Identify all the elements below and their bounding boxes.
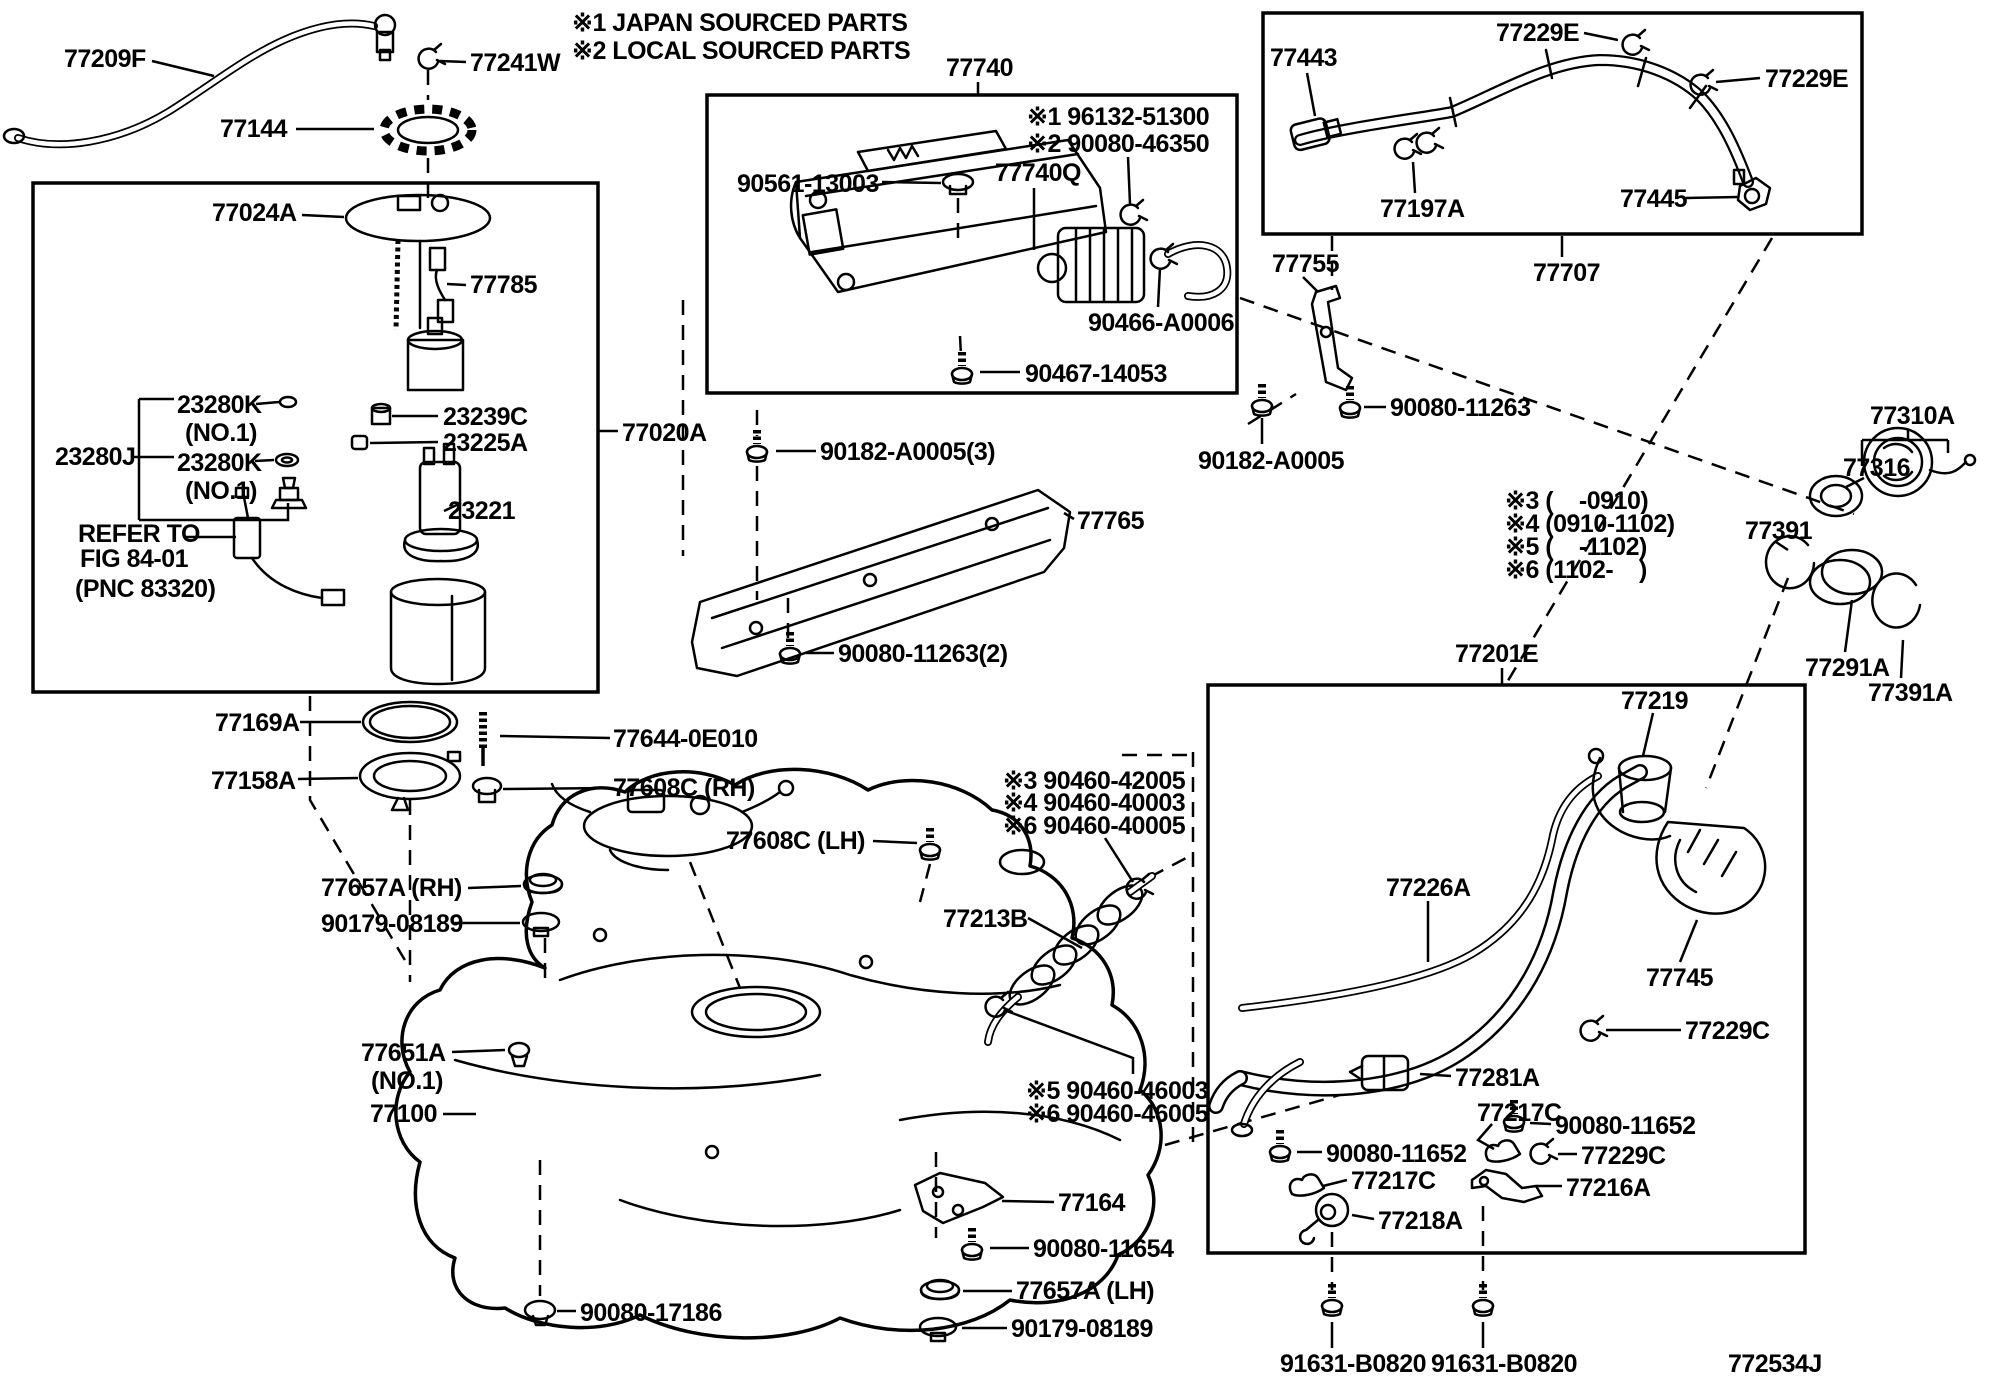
part-label-91631-B0820-b: 91631-B0820 [1431,1350,1578,1378]
part-label-23280J: 23280J [55,443,136,471]
part-label-90182-A0005-3: 90182-A0005(3) [820,438,996,466]
part-label-77740: 77740 [946,54,1014,82]
part-label-90182-A0005: 90182-A0005 [1198,447,1345,475]
variant-note-3: ※3 ( -0910) [1505,487,1649,515]
part-label-77213B: 77213B [943,905,1028,933]
part-label-77281A: 77281A [1455,1064,1540,1092]
charcoal-canister-drawing [690,129,1232,678]
note-label-90460-42005: ※3 90460-42005 [1003,767,1186,795]
part-label-77291A: 77291A [1805,654,1890,682]
part-label-90080-17186: 90080-17186 [580,1299,722,1327]
part-label-77197A: 77197A [1380,195,1465,223]
part-label-90561-13003: 90561-13003 [737,170,879,198]
diagram-code: 772534J [1728,1350,1822,1378]
part-label-91631-B0820-a: 91631-B0820 [1280,1350,1427,1378]
part-label-90080-11652-a: 90080-11652 [1555,1112,1696,1140]
note-label-90460-40005: ※6 90460-40005 [1003,812,1186,840]
part-label-77651A-no1: (NO.1) [371,1067,444,1095]
filler-pipe-drawing [1208,747,1767,1316]
part-label-77218A: 77218A [1378,1207,1463,1235]
part-label-77226A: 77226A [1386,874,1471,902]
part-label-77443: 77443 [1270,44,1338,72]
part-label-90080-11654: 90080-11654 [1033,1235,1174,1263]
note-label-90460-46003: ※5 90460-46003 [1026,1077,1209,1105]
part-label-23239C: 23239C [443,403,528,431]
part-label-90179-08189-a: 90179-08189 [321,910,463,938]
part-label-23280K-1: 23280K [177,391,262,419]
dashed-alignment-lines [308,70,1855,1296]
part-label-23280K-1-no1: (NO.1) [185,419,258,447]
note-label-90460-46005: ※6 90460-46005 [1026,1100,1209,1128]
variant-note-5: ※5 ( -1102) [1505,533,1647,561]
part-label-77216A: 77216A [1566,1174,1651,1202]
part-label-77169A: 77169A [215,709,300,737]
part-label-77229C-a: 77229C [1685,1017,1770,1045]
part-label-77445: 77445 [1620,185,1688,213]
part-label-77219: 77219 [1621,687,1689,715]
refer-note-line2: FIG 84-01 [80,545,189,573]
part-label-77217C-b: 77217C [1351,1167,1436,1195]
part-label-77229E-a: 77229E [1496,19,1580,47]
part-label-23280K-2: 23280K [177,449,262,477]
part-label-77241W: 77241W [470,49,561,77]
refer-note-line3: (PNC 83320) [75,575,216,603]
section-boxes [31,11,1864,1255]
fuel-pump-assembly-drawing [2,13,564,938]
part-label-90080-11263-2: 90080-11263(2) [838,640,1008,668]
part-label-23225A: 23225A [443,429,528,457]
part-label-77745: 77745 [1646,964,1714,992]
part-label-77707: 77707 [1533,259,1601,287]
part-label-77201E: 77201E [1455,640,1539,668]
note-japan-sourced: ※1 JAPAN SOURCED PARTS [572,9,908,37]
part-label-77391A: 77391A [1868,679,1953,707]
part-label-77316: 77316 [1843,454,1911,482]
variant-note-4: ※4 (0910-1102) [1505,510,1675,538]
part-label-77608C-LH: 77608C (LH) [726,827,866,855]
part-label-77024A: 77024A [212,199,297,227]
fuel-tank-drawing [394,767,1163,1343]
note-local-sourced: ※2 LOCAL SOURCED PARTS [572,37,911,65]
part-label-23221: 23221 [448,497,516,525]
part-label-90080-11263: 90080-11263 [1390,394,1531,422]
part-label-77229C-b: 77229C [1581,1142,1666,1170]
part-label-77310A: 77310A [1870,402,1955,430]
leader-lines [133,31,1950,1348]
note-label-90460-40003: ※4 90460-40003 [1003,789,1186,817]
part-label-77657A-RH: 77657A (RH) [321,874,462,902]
part-label-77755: 77755 [1272,250,1340,278]
vent-hose-drawing [1252,28,1772,418]
part-label-77651A: 77651A [361,1039,446,1067]
part-label-90467-14053: 90467-14053 [1025,360,1167,388]
refer-note-line1: REFER TO [78,520,200,548]
part-label-77765: 77765 [1077,507,1145,535]
part-label-77020A: 77020A [622,419,707,447]
part-label-90080-11652-b: 90080-11652 [1326,1140,1467,1168]
part-label-77164: 77164 [1058,1189,1126,1217]
part-label-77100: 77100 [370,1100,438,1128]
part-label-77608C-RH: 77608C (RH) [613,774,755,802]
part-label-77144: 77144 [220,115,288,143]
fuel-cap-drawing [1764,426,1977,629]
part-label-77229E-b: 77229E [1765,65,1849,93]
part-label-77158A: 77158A [211,767,296,795]
part-label-77391: 77391 [1745,517,1813,545]
part-label-77740Q: 77740Q [995,159,1081,187]
part-label-77785: 77785 [470,271,538,299]
part-label-77644-0E010: 77644-0E010 [613,725,758,753]
variant-note-6: ※6 (1102- ) [1505,556,1647,584]
part-label-77217C-a: 77217C [1477,1099,1562,1127]
part-label-90466-A0006: 90466-A0006 [1088,309,1235,337]
part-label-77657A-LH: 77657A (LH) [1016,1277,1155,1305]
note-label-90080-46350: ※2 90080-46350 [1027,130,1210,158]
part-label-90179-08189-b: 90179-08189 [1011,1315,1153,1343]
part-label-23280K-2-no1: (NO.1) [185,477,258,505]
note-label-96132-51300: ※1 96132-51300 [1027,103,1210,131]
part-label-77209F: 77209F [64,45,146,73]
